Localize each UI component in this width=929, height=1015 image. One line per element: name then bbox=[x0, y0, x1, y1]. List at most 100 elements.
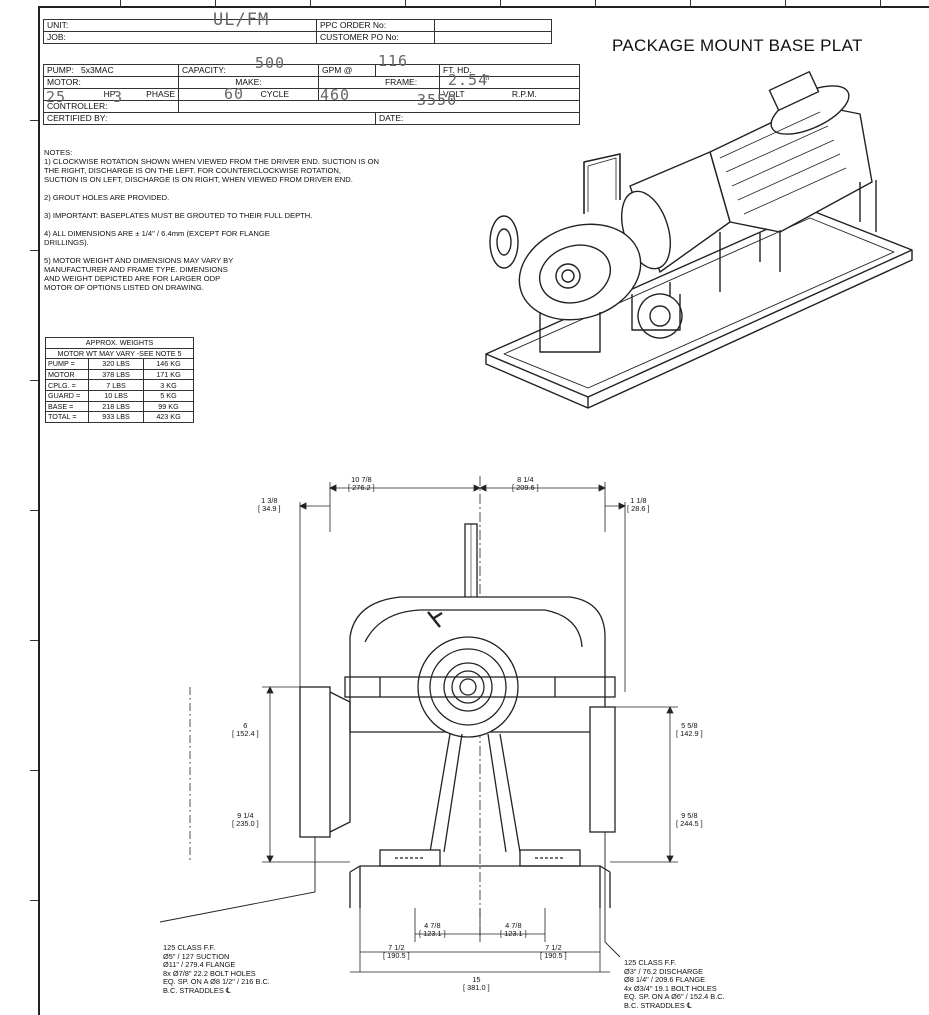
callout-line: Ø3" / 76.2 DISCHARGE bbox=[624, 966, 704, 976]
volt-label: VOLT bbox=[443, 89, 465, 99]
dim-in: 7 1/2 bbox=[545, 943, 562, 952]
dim-mm: [ 209.6 ] bbox=[512, 483, 539, 492]
unit-label: UNIT: bbox=[47, 20, 69, 30]
callout-line: EQ. SP. ON A Ø6" / 152.4 B.C. bbox=[624, 992, 725, 1002]
zone-tick bbox=[785, 0, 786, 8]
weight-kg: 146 KG bbox=[143, 358, 194, 370]
weights-table: APPROX. WEIGHTS MOTOR WT MAY VARY -SEE N… bbox=[45, 337, 194, 423]
gpm-cell: GPM @ bbox=[318, 64, 376, 77]
phase-label: PHASE bbox=[146, 89, 175, 99]
ppc-order-label: PPC ORDER No: bbox=[320, 20, 387, 30]
dim-right-offset: 1 1/8[ 28.6 ] bbox=[627, 497, 650, 513]
suction-flange-callout: 125 CLASS F.F. Ø5" / 127 SUCTION Ø11" / … bbox=[163, 943, 270, 996]
date-cell: DATE: bbox=[375, 112, 580, 125]
dim-mm: [ 152.4 ] bbox=[232, 729, 259, 738]
dim-inner-left: 4 7/8[ 123.1 ] bbox=[419, 922, 446, 938]
cycle-handwritten: 60 bbox=[224, 85, 245, 103]
weight-item: PUMP = bbox=[45, 358, 89, 370]
dim-in: 1 1/8 bbox=[630, 496, 647, 505]
callout-line: B.C. STRADDLES ℄ bbox=[624, 1000, 692, 1010]
zone-tick bbox=[30, 120, 38, 121]
callout-line: B.C. STRADDLES ℄ bbox=[163, 985, 231, 995]
motor-label: MOTOR: bbox=[47, 77, 81, 87]
customer-po-cell: CUSTOMER PO No: bbox=[316, 31, 435, 44]
motor-cell: MOTOR: bbox=[43, 76, 179, 89]
zone-tick bbox=[120, 0, 121, 8]
weight-item: TOTAL = bbox=[45, 411, 89, 423]
isometric-pump-view bbox=[485, 71, 913, 409]
pump-value: 5x3MAC bbox=[81, 65, 114, 75]
note-line: SUCTION IS ON LEFT, DISCHARGE IS ON RIGH… bbox=[44, 175, 353, 184]
ft-hd-handwritten: 2.54 bbox=[448, 71, 489, 89]
dim-top-right: 8 1/4[ 209.6 ] bbox=[512, 476, 539, 492]
callout-line: Ø11" / 279.4 FLANGE bbox=[163, 960, 236, 970]
zone-tick bbox=[405, 0, 406, 8]
weight-lbs: 933 LBS bbox=[88, 411, 144, 423]
discharge-flange-callout: 125 CLASS F.F. Ø3" / 76.2 DISCHARGE Ø8 1… bbox=[624, 958, 725, 1011]
pump-label: PUMP: bbox=[47, 65, 74, 75]
cycle-cell: CYCLE bbox=[178, 88, 319, 101]
capacity-handwritten: 500 bbox=[255, 54, 286, 72]
controller-label: CONTROLLER: bbox=[47, 101, 108, 111]
dim-mm: [ 190.5 ] bbox=[540, 951, 567, 960]
certified-label: CERTIFIED BY: bbox=[47, 113, 108, 123]
weight-kg: 5 KG bbox=[143, 389, 194, 402]
dim-in: 6 bbox=[243, 721, 248, 730]
note-line: MANUFACTURER AND FRAME TYPE. DIMENSIONS bbox=[44, 265, 228, 274]
dim-mm: [ 34.9 ] bbox=[258, 504, 281, 513]
callout-line: Ø8 1/4" / 209.6 FLANGE bbox=[624, 975, 706, 985]
dim-in: 10 7/8 bbox=[351, 475, 372, 484]
note-line: DRILLINGS). bbox=[44, 238, 89, 247]
note-line: AND WEIGHT DEPICTED ARE FOR LARGER ODP bbox=[44, 274, 221, 283]
weight-kg: 423 KG bbox=[143, 411, 194, 423]
dim-left-height: 6[ 152.4 ] bbox=[232, 722, 259, 738]
zone-tick bbox=[30, 250, 38, 251]
dim-in: 5 5/8 bbox=[681, 721, 698, 730]
weight-item: GUARD = bbox=[45, 389, 89, 402]
weight-item: MOTOR bbox=[45, 368, 89, 381]
drawing-title: PACKAGE MOUNT BASE PLAT bbox=[612, 36, 863, 55]
note-line: 3) IMPORTANT: BASEPLATES MUST BE GROUTED… bbox=[44, 211, 313, 220]
ft-hd-label: FT. HD. bbox=[443, 65, 472, 75]
dim-mm: [ 244.5 ] bbox=[676, 819, 703, 828]
notes-block: NOTES: 1) CLOCKWISE ROTATION SHOWN WHEN … bbox=[44, 148, 524, 292]
note-line: 5) MOTOR WEIGHT AND DIMENSIONS MAY VARY … bbox=[44, 256, 234, 265]
callout-line: 125 CLASS F.F. bbox=[624, 958, 677, 967]
dim-mm: [ 381.0 ] bbox=[463, 983, 490, 992]
callout-line: Ø5" / 127 SUCTION bbox=[163, 951, 230, 961]
dim-left-base: 9 1/4[ 235.0 ] bbox=[232, 812, 259, 828]
dim-in: 1 3/8 bbox=[261, 496, 278, 505]
notes-heading: NOTES: bbox=[44, 148, 73, 157]
dim-top-left: 10 7/8[ 276.2 ] bbox=[348, 476, 375, 492]
dim-in: 4 7/8 bbox=[505, 921, 522, 930]
zone-tick bbox=[310, 0, 311, 8]
callout-line: EQ. SP. ON A Ø8 1/2" / 216 B.C. bbox=[163, 977, 270, 987]
ppc-order-cell: PPC ORDER No: bbox=[316, 19, 435, 32]
certified-cell: CERTIFIED BY: bbox=[43, 112, 376, 125]
dim-outer-right: 7 1/2[ 190.5 ] bbox=[540, 944, 567, 960]
dim-right-base: 9 5/8[ 244.5 ] bbox=[676, 812, 703, 828]
zone-tick bbox=[30, 900, 38, 901]
callout-line: 8x Ø7/8" 22.2 BOLT HOLES bbox=[163, 968, 256, 978]
note-gap bbox=[44, 247, 524, 256]
title-block: UNIT: PPC ORDER No: JOB: CUSTOMER PO No: bbox=[43, 19, 552, 44]
weight-lbs: 10 LBS bbox=[88, 389, 144, 402]
job-label: JOB: bbox=[47, 32, 66, 42]
callout-line: 4x Ø3/4" 19.1 BOLT HOLES bbox=[624, 983, 717, 993]
cycle-label: CYCLE bbox=[260, 89, 290, 99]
dim-right-height: 5 5/8[ 142.9 ] bbox=[676, 722, 703, 738]
make-cell: MAKE: bbox=[178, 76, 319, 89]
dim-mm: [ 123.1 ] bbox=[500, 929, 527, 938]
rpm-label: R.P.M. bbox=[511, 89, 537, 99]
dim-overall: 15[ 381.0 ] bbox=[463, 976, 490, 992]
hp-handwritten: 25 bbox=[46, 88, 67, 106]
rpm-handwritten: 3550 bbox=[417, 91, 458, 109]
zone-tick bbox=[215, 0, 216, 8]
note-line: MOTOR OF OPTIONS LISTED ON DRAWING. bbox=[44, 283, 204, 292]
note-line: 1) CLOCKWISE ROTATION SHOWN WHEN VIEWED … bbox=[44, 157, 379, 166]
ppc-order-value bbox=[434, 19, 552, 32]
zone-tick bbox=[595, 0, 596, 8]
